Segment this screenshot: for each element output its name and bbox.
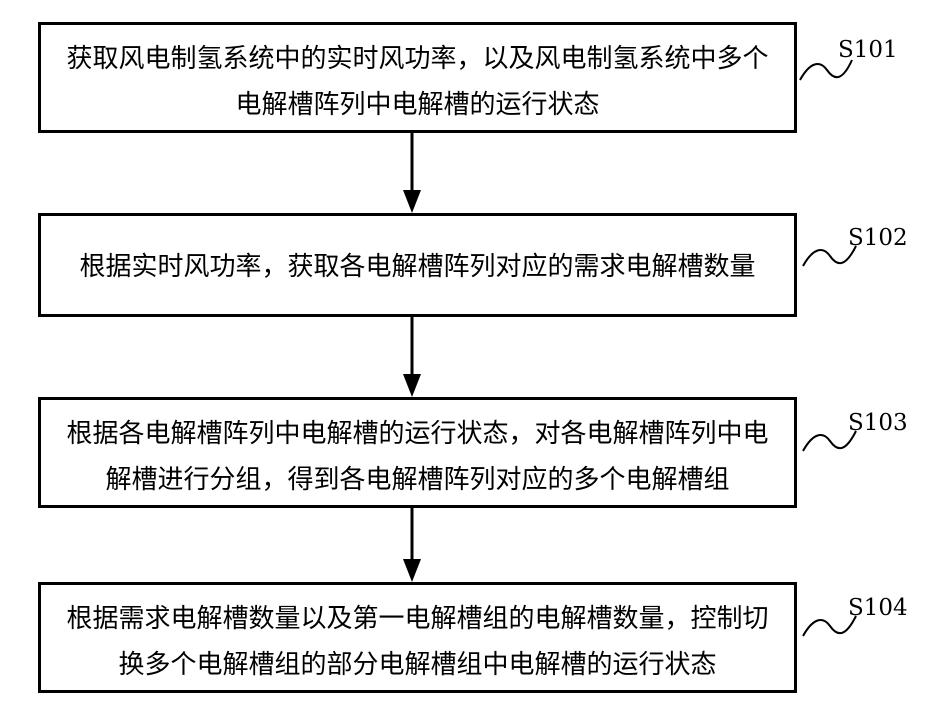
- step-text-line: 解槽进行分组，得到各电解槽阵列对应的多个电解槽组: [105, 457, 729, 503]
- arrow-s101-to-s102: [403, 133, 421, 213]
- step-text-line: 根据需求电解槽数量以及第一电解槽组的电解槽数量，控制切: [66, 596, 768, 642]
- step-label-s101: S101: [838, 37, 898, 63]
- step-text-line: 换多个电解槽组的部分电解槽组中电解槽的运行状态: [118, 642, 716, 688]
- step-label-s102: S102: [848, 225, 908, 251]
- step-text-line: 根据各电解槽阵列中电解槽的运行状态，对各电解槽阵列中电: [66, 411, 768, 457]
- arrow-head-icon: [403, 374, 421, 397]
- step-text-line: 根据实时风功率，获取各电解槽阵列对应的需求电解槽数量: [79, 244, 755, 290]
- arrow-head-icon: [403, 190, 421, 213]
- step-box-s102: 根据实时风功率，获取各电解槽阵列对应的需求电解槽数量: [38, 213, 797, 317]
- step-text-line: 电解槽阵列中电解槽的运行状态: [235, 82, 599, 128]
- step-box-s103: 根据各电解槽阵列中电解槽的运行状态，对各电解槽阵列中电 解槽进行分组，得到各电解…: [38, 397, 797, 508]
- leader-squiggle-s104: [803, 616, 856, 636]
- arrow-s103-to-s104: [403, 508, 421, 582]
- leader-squiggle-s101: [800, 60, 852, 80]
- step-box-s101: 获取风电制氢系统中的实时风功率，以及风电制氢系统中多个 电解槽阵列中电解槽的运行…: [38, 22, 797, 133]
- step-label-s104: S104: [848, 595, 908, 621]
- step-label-s103: S103: [848, 410, 908, 436]
- arrow-head-icon: [403, 559, 421, 582]
- arrow-s102-to-s103: [403, 317, 421, 397]
- leader-squiggle-s103: [803, 431, 856, 451]
- step-text-line: 获取风电制氢系统中的实时风功率，以及风电制氢系统中多个: [66, 36, 768, 82]
- leader-squiggle-s102: [803, 246, 856, 266]
- step-box-s104: 根据需求电解槽数量以及第一电解槽组的电解槽数量，控制切 换多个电解槽组的部分电解…: [38, 582, 797, 693]
